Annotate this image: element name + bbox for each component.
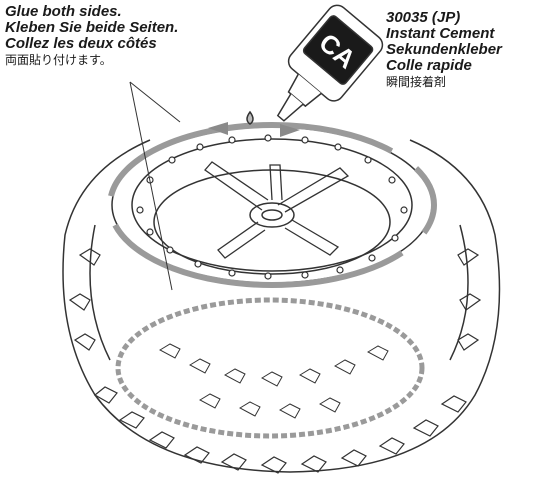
- inner-tread-pattern: [160, 344, 388, 418]
- glue-drop-icon: [247, 112, 253, 124]
- tire-sidewall-left: [90, 225, 110, 360]
- ca-glue-bottle: CA: [247, 1, 387, 139]
- bottom-bead-glue-ring: [118, 300, 422, 436]
